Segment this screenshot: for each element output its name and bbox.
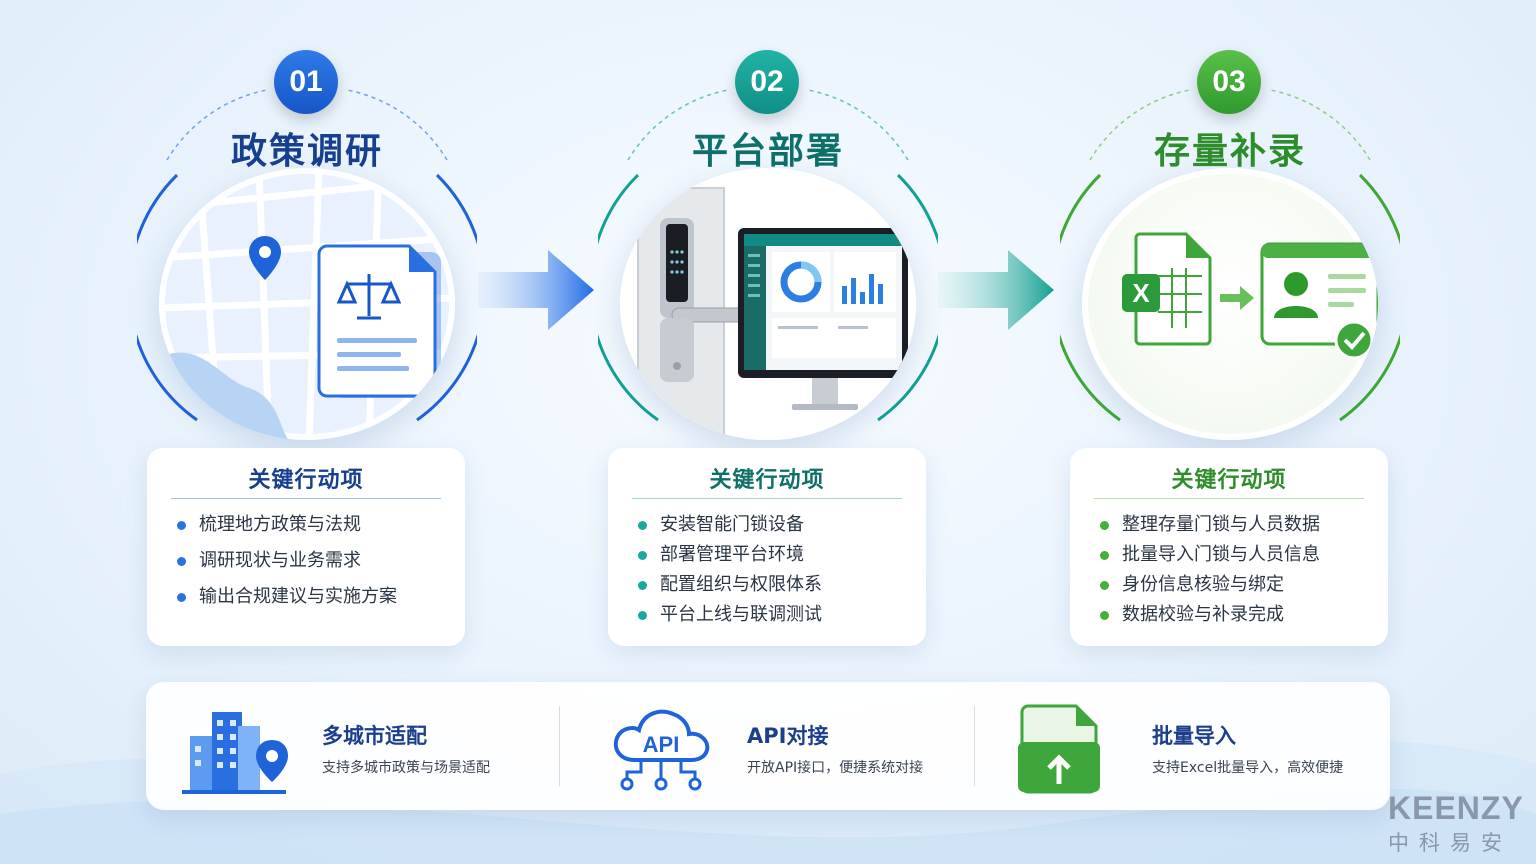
step-policy-research: 01 政策调研	[137, 0, 477, 660]
divider	[171, 498, 441, 499]
feature-api: API API对接 开放API接口，便捷系统对接	[601, 682, 1001, 810]
divider	[974, 706, 975, 786]
step-inventory-backfill: 03 存量补录 X 关键行动项 整理存量门锁与人员数据	[1060, 0, 1400, 660]
features-panel: 多城市适配 支持多城市政策与场景适配 API API对接 开放API接口，便捷系…	[146, 682, 1390, 810]
excel-to-profile-icon: X	[1082, 168, 1378, 440]
list-item: 安装智能门锁设备	[638, 510, 918, 540]
action-list: 整理存量门锁与人员数据 批量导入门锁与人员信息 身份信息核验与绑定 数据校验与补…	[1100, 510, 1380, 630]
arrow-right-icon	[938, 250, 1054, 330]
step-number-badge: 03	[1197, 50, 1261, 114]
key-actions-card: 关键行动项 安装智能门锁设备 部署管理平台环境 配置组织与权限体系 平台上线与联…	[608, 448, 926, 646]
list-item: 输出合规建议与实施方案	[177, 582, 457, 618]
action-list: 梳理地方政策与法规 调研现状与业务需求 输出合规建议与实施方案	[177, 510, 457, 618]
svg-text:X: X	[1132, 278, 1150, 308]
list-item: 配置组织与权限体系	[638, 570, 918, 600]
bullet-dot	[1100, 581, 1109, 590]
brand-logo: KEENZY 中科易安	[1388, 790, 1533, 857]
step-title: 平台部署	[691, 131, 844, 172]
card-title: 关键行动项	[709, 468, 825, 493]
bullet-dot	[177, 593, 186, 602]
bullet-dot	[1100, 611, 1109, 620]
list-item: 数据校验与补录完成	[1100, 600, 1380, 630]
list-item: 整理存量门锁与人员数据	[1100, 510, 1380, 540]
list-item: 批量导入门锁与人员信息	[1100, 540, 1380, 570]
decorative-arcs	[598, 89, 938, 422]
brand-name-en: KEENZY	[1388, 790, 1524, 826]
api-cloud-icon: API	[613, 709, 710, 791]
decorative-arcs	[137, 89, 477, 422]
card-title: 关键行动项	[248, 468, 364, 493]
divider	[632, 498, 902, 499]
card-title: 关键行动项	[1171, 468, 1287, 493]
bullet-dot	[638, 611, 647, 620]
feature-name: 批量导入	[1152, 724, 1236, 748]
list-item: 部署管理平台环境	[638, 540, 918, 570]
file-upload-icon	[1018, 704, 1100, 794]
list-item: 身份信息核验与绑定	[1100, 570, 1380, 600]
decorative-arcs	[1060, 89, 1400, 422]
arrow-right-icon	[478, 250, 594, 330]
bullet-dot	[1100, 521, 1109, 530]
feature-multi-city: 多城市适配 支持多城市政策与场景适配	[176, 682, 576, 810]
divider	[559, 706, 560, 786]
brand-name-cn: 中科易安	[1388, 831, 1512, 855]
bullet-dot	[638, 551, 647, 560]
list-item: 梳理地方政策与法规	[177, 510, 457, 546]
step-number-badge: 01	[274, 50, 338, 114]
city-buildings-icon	[182, 712, 288, 794]
action-list: 安装智能门锁设备 部署管理平台环境 配置组织与权限体系 平台上线与联调测试	[638, 510, 918, 630]
bullet-dot	[1100, 551, 1109, 560]
feature-description: 支持多城市政策与场景适配	[322, 760, 490, 776]
step-title: 存量补录	[1153, 131, 1306, 172]
step-title: 政策调研	[230, 131, 383, 172]
key-actions-card: 关键行动项 整理存量门锁与人员数据 批量导入门锁与人员信息 身份信息核验与绑定 …	[1070, 448, 1388, 646]
feature-name: 多城市适配	[322, 724, 427, 748]
bullet-dot	[638, 581, 647, 590]
step-number-badge: 02	[735, 50, 799, 114]
map-with-legal-document-icon	[159, 168, 455, 440]
smart-lock-and-dashboard-icon	[620, 168, 916, 440]
key-actions-card: 关键行动项 梳理地方政策与法规 调研现状与业务需求 输出合规建议与实施方案	[147, 448, 465, 646]
feature-batch-import: 批量导入 支持Excel批量导入，高效便捷	[1006, 682, 1406, 810]
list-item: 平台上线与联调测试	[638, 600, 918, 630]
svg-text:API: API	[643, 732, 680, 757]
feature-name: API对接	[747, 724, 829, 748]
bullet-dot	[638, 521, 647, 530]
step-platform-deployment: 02 平台部署	[598, 0, 938, 660]
feature-description: 开放API接口，便捷系统对接	[747, 760, 924, 776]
feature-description: 支持Excel批量导入，高效便捷	[1152, 760, 1344, 776]
list-item: 调研现状与业务需求	[177, 546, 457, 582]
divider	[1094, 498, 1364, 499]
bullet-dot	[177, 521, 186, 530]
bullet-dot	[177, 557, 186, 566]
